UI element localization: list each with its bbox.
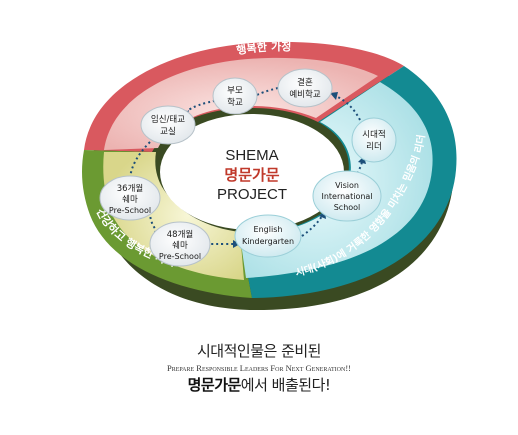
svg-text:리더: 리더 — [366, 142, 382, 152]
svg-text:쉐마: 쉐마 — [172, 240, 188, 251]
node-vision-school: Vision International School — [312, 170, 382, 222]
node-era-leader: 시대적 리더 — [351, 117, 397, 163]
svg-text:쉐마: 쉐마 — [122, 194, 138, 205]
slogan-line-1: 시대적인물은 준비된 — [197, 342, 321, 360]
slogan-line-2: Prepare Responsible Leaders For Next Gen… — [167, 363, 351, 373]
center-title-en: SHEMA — [225, 147, 278, 164]
node-shema-36: 36개월 쉐마 Pre-School — [99, 175, 161, 221]
svg-text:교실: 교실 — [160, 126, 176, 137]
svg-text:임신/태교: 임신/태교 — [151, 114, 185, 125]
center-ellipse — [160, 114, 344, 230]
svg-text:Vision: Vision — [335, 181, 359, 190]
center-title-kr: 명문가문 — [224, 166, 279, 184]
node-pregnancy-class: 임신/태교 교실 — [140, 105, 196, 145]
svg-text:학교: 학교 — [227, 97, 243, 108]
svg-text:School: School — [334, 203, 361, 212]
node-shema-48: 48개월 쉐마 Pre-School — [149, 221, 211, 267]
svg-text:36개월: 36개월 — [117, 183, 143, 194]
slogan-brand: 명문가문 — [187, 376, 242, 394]
svg-text:결혼: 결혼 — [297, 77, 313, 88]
slogan-line-3: 명문가문에서 배출된다! — [0, 374, 518, 395]
svg-text:Pre-School: Pre-School — [159, 252, 201, 261]
svg-text:48개월: 48개월 — [167, 229, 193, 240]
slogan-rest: 에서 배출된다! — [240, 376, 331, 394]
svg-text:International: International — [321, 192, 372, 201]
footer-slogan: 시대적인물은 준비된 Prepare Responsible Leaders F… — [0, 340, 518, 395]
svg-text:English: English — [254, 225, 283, 234]
family-band-label: 행복한 가정 — [235, 39, 291, 57]
center-subtitle-en: PROJECT — [217, 186, 287, 203]
node-parents-school: 부모 학교 — [212, 77, 258, 115]
node-english-kindergarten: English Kindergarten — [234, 214, 302, 258]
svg-text:부모: 부모 — [227, 86, 243, 96]
svg-text:시대적: 시대적 — [362, 129, 385, 140]
svg-text:Pre-School: Pre-School — [109, 206, 151, 215]
svg-text:Kindergarten: Kindergarten — [242, 237, 294, 246]
svg-text:예비학교: 예비학교 — [289, 89, 320, 100]
shema-project-cycle-diagram: SHEMA 명문가문 PROJECT 행복한 가정 건강하고 행복한 자녀 시대… — [82, 39, 457, 311]
node-marriage-school: 결혼 예비학교 — [277, 68, 333, 108]
